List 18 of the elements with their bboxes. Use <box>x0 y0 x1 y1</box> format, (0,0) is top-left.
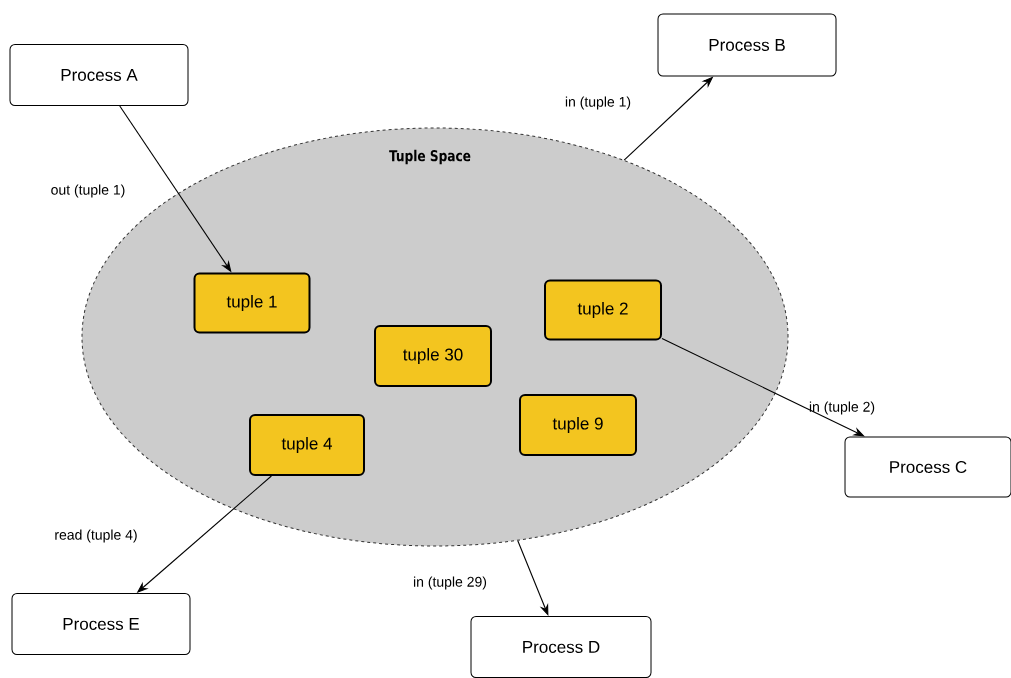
process-box: Process E <box>11 593 191 655</box>
tuple-box: tuple 9 <box>519 394 637 456</box>
edge-label: out (tuple 1) <box>51 184 125 198</box>
edge-label: read (tuple 4) <box>55 529 137 543</box>
tuple-box: tuple 1 <box>193 272 311 334</box>
arrow <box>661 337 865 437</box>
edge-label: in (tuple 2) <box>809 401 875 415</box>
process-box: Process A <box>9 44 189 106</box>
process-box: Process B <box>657 13 837 77</box>
ellipse-title: Tuple Space <box>389 149 471 165</box>
tuple-box: tuple 30 <box>374 325 492 387</box>
arrow <box>517 540 549 616</box>
process-box: Process C <box>844 436 1011 498</box>
tuple-box: tuple 4 <box>249 414 365 476</box>
tuple-box: tuple 2 <box>544 279 662 341</box>
edge-label: in (tuple 1) <box>565 96 631 110</box>
edge-label: in (tuple 29) <box>414 576 487 590</box>
process-box: Process D <box>470 616 652 678</box>
